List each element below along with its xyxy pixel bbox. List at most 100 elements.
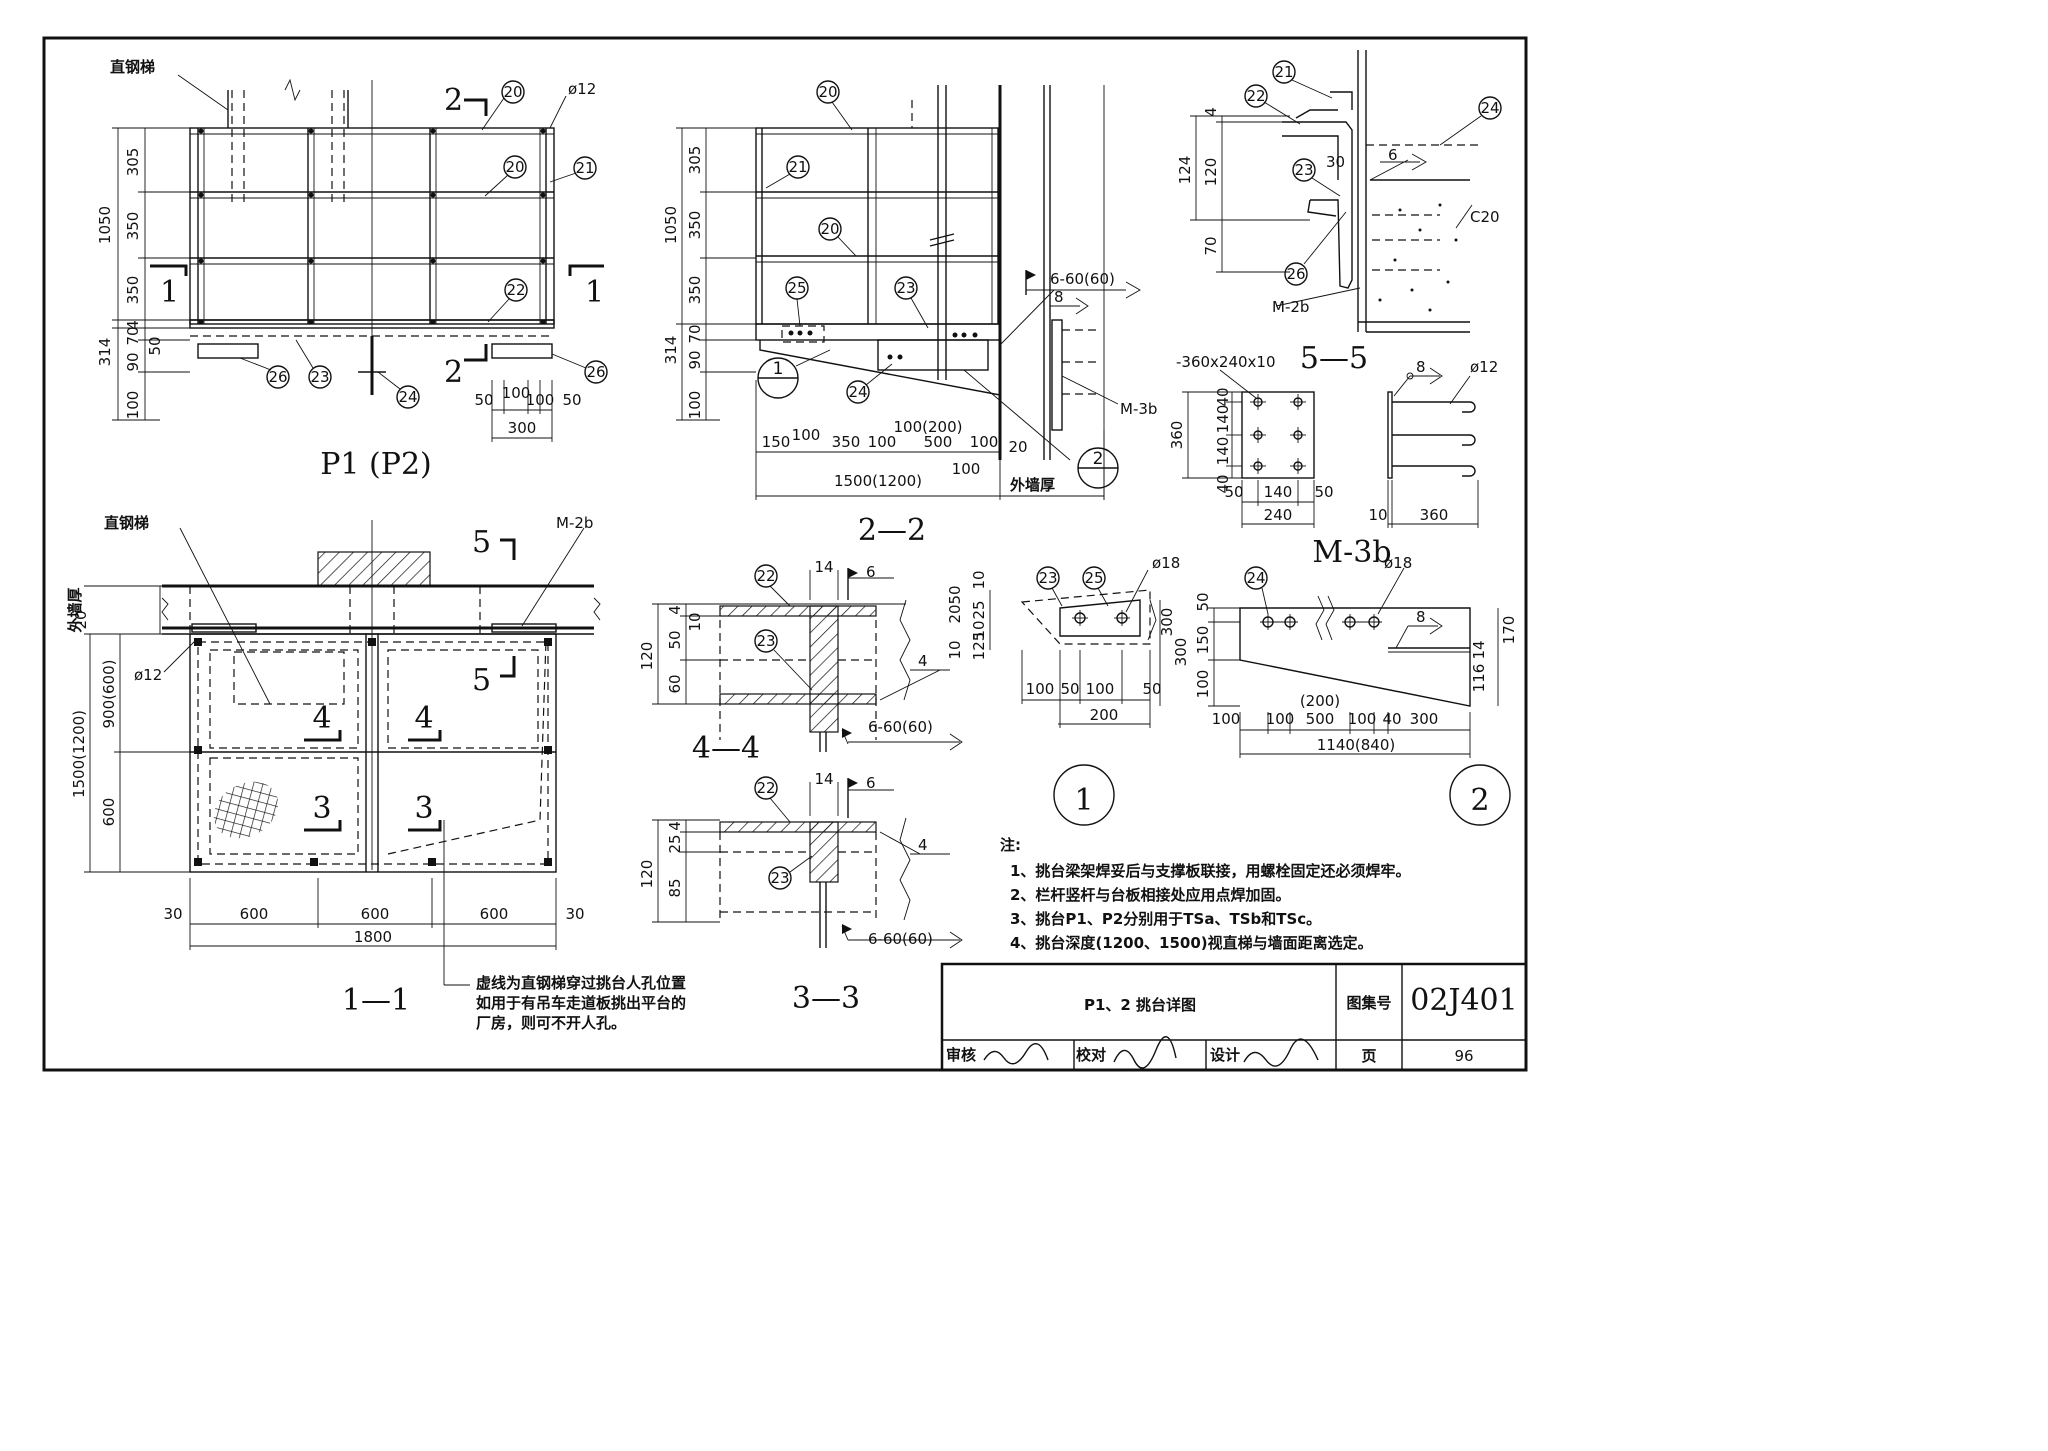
dim: 90 bbox=[124, 352, 142, 371]
dim: 90 bbox=[686, 350, 704, 369]
dim: 500 bbox=[1306, 710, 1335, 728]
dim: 14 bbox=[1470, 640, 1488, 659]
dim: 50 bbox=[1060, 680, 1079, 698]
dim: 300 bbox=[508, 419, 537, 437]
dim: (200) bbox=[1300, 692, 1340, 710]
detail-mark-1: 1 bbox=[773, 359, 784, 379]
dim: 125 bbox=[970, 632, 988, 661]
note-item: 4、挑台深度(1200、1500)视直梯与墙面距离选定。 bbox=[1010, 934, 1373, 952]
weld-label: 6-60(60) bbox=[868, 930, 933, 948]
dim: 20 bbox=[1008, 438, 1027, 456]
callout: 20 bbox=[818, 83, 837, 101]
review-label: 审核 bbox=[946, 1046, 976, 1064]
page-label: 页 bbox=[1361, 1047, 1376, 1065]
section-mark: 3 bbox=[414, 791, 433, 826]
page-no: 96 bbox=[1454, 1047, 1473, 1065]
dim: 120 bbox=[638, 860, 656, 889]
dim: 10 bbox=[970, 570, 988, 589]
dim: 150 bbox=[762, 433, 791, 451]
weld-label: 6 bbox=[866, 774, 876, 792]
dim: 500 bbox=[924, 433, 953, 451]
check-label: 校对 bbox=[1076, 1046, 1106, 1064]
s33-title: 3—3 bbox=[792, 981, 860, 1016]
dim: 100 bbox=[970, 433, 999, 451]
d2-weld: 8 bbox=[1416, 608, 1426, 626]
dim: 100 bbox=[1194, 670, 1212, 699]
dim: 100 bbox=[502, 384, 531, 402]
p1-elevation bbox=[112, 74, 608, 442]
d2-title: 2 bbox=[1470, 783, 1489, 818]
dim: 30 bbox=[1326, 153, 1345, 171]
dim: 10 bbox=[946, 640, 964, 659]
callout: 23 bbox=[770, 869, 789, 887]
section-2-2-texts: 20 21 20 25 23 24 1 2 6-60(60) 8 M-3b 外墙… bbox=[662, 83, 1157, 548]
remark-line: 虚线为直钢梯穿过挑台人孔位置 bbox=[476, 974, 686, 992]
s11-wall-label: 外墙厚 bbox=[66, 587, 84, 633]
dim: 100 bbox=[124, 391, 142, 420]
weld-label: 8 bbox=[1054, 288, 1064, 306]
dim: 40 bbox=[1214, 474, 1232, 493]
title-block-texts: P1、2 挑台详图 图集号 02J401 审核 校对 设计 页 96 bbox=[946, 983, 1518, 1065]
callout: 20 bbox=[505, 158, 524, 176]
dim: 240 bbox=[1264, 506, 1293, 524]
title-block bbox=[940, 962, 1528, 1072]
dim: 50 bbox=[146, 336, 164, 355]
callout: 22 bbox=[756, 567, 775, 585]
label: 外墙厚 bbox=[1009, 476, 1055, 494]
dim: 1140(840) bbox=[1317, 736, 1396, 754]
dim: 600 bbox=[480, 905, 509, 923]
section-3-3-texts: 22 23 14 4 25 120 85 6 4 6-60(60) 3—3 bbox=[638, 770, 933, 1016]
callout: 24 bbox=[1480, 99, 1499, 117]
dim: 1050 bbox=[662, 206, 680, 244]
sheet-border bbox=[42, 36, 1528, 1072]
dim: 100(200) bbox=[894, 418, 963, 436]
dim: 120 bbox=[1202, 158, 1220, 187]
callout: 22 bbox=[756, 779, 775, 797]
atlas-no: 02J401 bbox=[1410, 983, 1517, 1018]
dim: 50 bbox=[474, 391, 493, 409]
dim: 314 bbox=[96, 338, 114, 367]
section-4-4-texts: 22 23 14 4 10 50 120 60 6 4 6-60(60) 4—4 bbox=[638, 558, 933, 766]
section-mark: 1 bbox=[160, 275, 179, 310]
dim: 100 bbox=[686, 391, 704, 420]
dim: 4 bbox=[666, 605, 684, 615]
d2-dia: ø18 bbox=[1384, 554, 1412, 572]
callout: 26 bbox=[268, 368, 287, 386]
dim: 140 bbox=[1264, 483, 1293, 501]
callout: 21 bbox=[575, 159, 594, 177]
dim: 350 bbox=[686, 276, 704, 305]
m3b-dia: ø12 bbox=[1470, 358, 1498, 376]
dim: 10 bbox=[686, 612, 704, 631]
dim: 314 bbox=[662, 336, 680, 365]
dim: 140 bbox=[1214, 405, 1232, 434]
label: C20 bbox=[1470, 208, 1500, 226]
section-1-1-texts: 直钢梯 外墙厚 M-2b ø12 5 5 4 4 3 3 20 900(600)… bbox=[66, 514, 686, 1032]
dim: 360 bbox=[1168, 421, 1186, 450]
s44-title: 4—4 bbox=[692, 731, 760, 766]
design-label: 设计 bbox=[1210, 1046, 1240, 1064]
dim: 50 bbox=[946, 585, 964, 604]
dim: 140 bbox=[1214, 437, 1232, 466]
label: M-3b bbox=[1120, 400, 1157, 418]
d1-title: 1 bbox=[1074, 783, 1093, 818]
detail-2-texts: 24 ø18 8 50 150 100 300 14 116 170 100 1… bbox=[1172, 554, 1518, 818]
callout: 21 bbox=[788, 158, 807, 176]
dim: 300 bbox=[1410, 710, 1439, 728]
dim: 50 bbox=[1224, 483, 1243, 501]
section-5-5 bbox=[1190, 50, 1502, 333]
dim: 124 bbox=[1176, 156, 1194, 185]
dim: 305 bbox=[686, 146, 704, 175]
dim: 120 bbox=[638, 642, 656, 671]
dim: 6 bbox=[1388, 146, 1398, 164]
detail-1 bbox=[989, 566, 1161, 826]
dim: 200 bbox=[1090, 706, 1119, 724]
dim: 100 bbox=[1086, 680, 1115, 698]
dim: 40 bbox=[1214, 387, 1232, 406]
callout: 24 bbox=[848, 383, 867, 401]
s22-title: 2—2 bbox=[858, 513, 926, 548]
plate-m3b bbox=[1182, 367, 1479, 528]
d1-dia: ø18 bbox=[1152, 554, 1180, 572]
callout: 23 bbox=[1294, 161, 1313, 179]
dim: 100 bbox=[952, 460, 981, 478]
label: M-2b bbox=[1272, 298, 1309, 316]
